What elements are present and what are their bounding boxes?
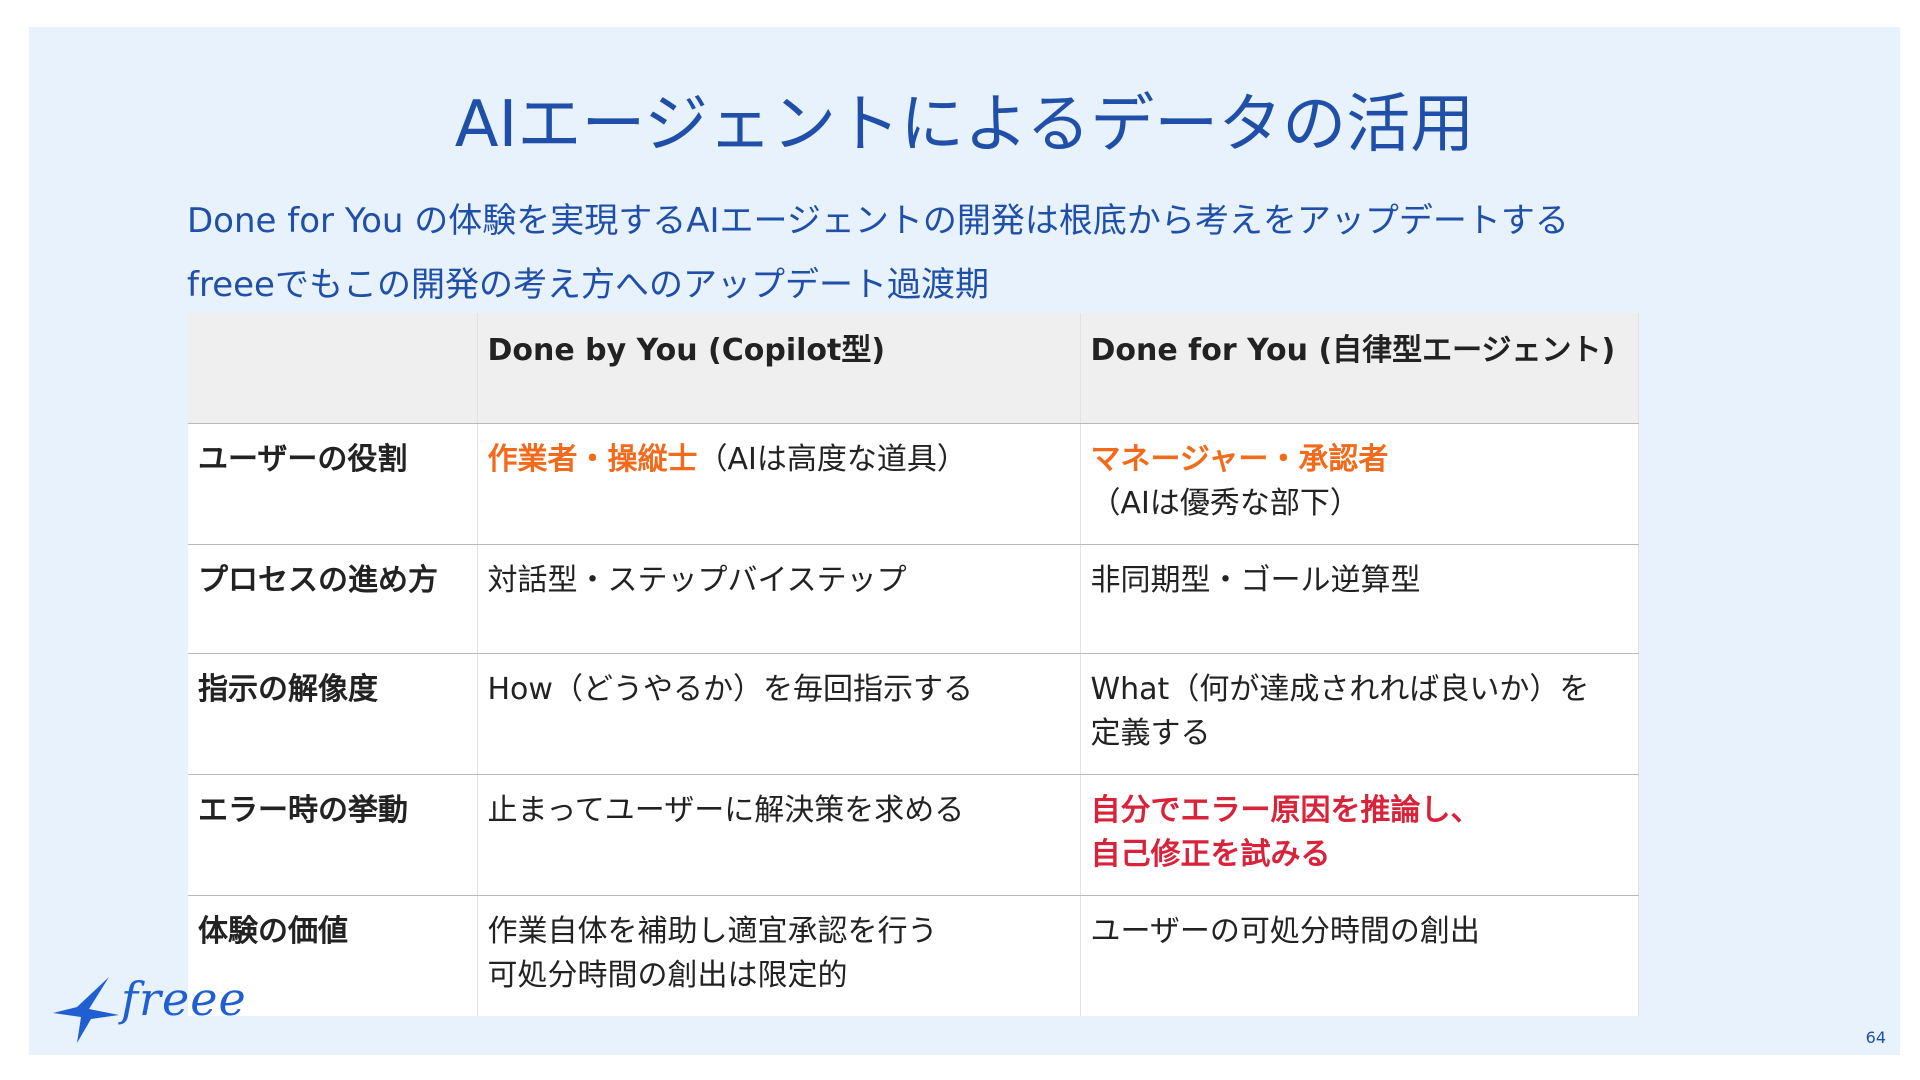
highlight-text: 作業者・操縦士 xyxy=(487,442,698,477)
cell-text-line-2: 定義する xyxy=(1090,716,1211,751)
cell-for-you: What（何が達成されれば良いか）を 定義する xyxy=(1080,653,1639,775)
cell-for-you: 非同期型・ゴール逆算型 xyxy=(1080,544,1639,654)
cell-for-you: 自分でエラー原因を推論し、 自己修正を試みる xyxy=(1080,774,1639,896)
freee-logo: freee xyxy=(47,969,257,1049)
row-label: プロセスの進め方 xyxy=(188,544,478,654)
cell-text-line-1: What（何が達成されれば良いか）を xyxy=(1090,672,1590,707)
cell-by-you: 止まってユーザーに解決策を求める xyxy=(477,774,1081,896)
highlight-text-line-1: 自分でエラー原因を推論し、 xyxy=(1090,793,1481,828)
header-done-for-you: Done for You (自律型エージェント) xyxy=(1080,313,1639,424)
row-label: 体験の価値 xyxy=(188,895,478,1016)
table-row: プロセスの進め方 対話型・ステップバイステップ 非同期型・ゴール逆算型 xyxy=(188,544,1639,654)
subtitle-line-2: freeeでもこの開発の考え方へのアップデート過渡期 xyxy=(187,265,989,305)
cell-by-you: 作業自体を補助し適宜承認を行う 可処分時間の創出は限定的 xyxy=(477,895,1081,1016)
cell-for-you: ユーザーの可処分時間の創出 xyxy=(1080,895,1639,1016)
cell-by-you: 作業者・操縦士（AIは高度な道具） xyxy=(477,423,1081,545)
cell-for-you: マネージャー・承認者 （AIは優秀な部下） xyxy=(1080,423,1639,545)
cell-by-you: 対話型・ステップバイステップ xyxy=(477,544,1081,654)
table-row: 体験の価値 作業自体を補助し適宜承認を行う 可処分時間の創出は限定的 ユーザーの… xyxy=(188,895,1639,1016)
highlight-text: マネージャー・承認者 xyxy=(1090,442,1389,477)
row-label: 指示の解像度 xyxy=(188,653,478,775)
slide: AIエージェントによるデータの活用 Done for You の体験を実現するA… xyxy=(29,27,1900,1055)
cell-text-line-1: 作業自体を補助し適宜承認を行う xyxy=(487,914,938,949)
cell-text: （AIは高度な道具） xyxy=(697,442,967,477)
row-label: エラー時の挙動 xyxy=(188,774,478,896)
table-row: エラー時の挙動 止まってユーザーに解決策を求める 自分でエラー原因を推論し、 自… xyxy=(188,774,1639,896)
cell-text: （AIは優秀な部下） xyxy=(1090,486,1360,521)
table-row: 指示の解像度 How（どうやるか）を毎回指示する What（何が達成されれば良い… xyxy=(188,653,1639,775)
cell-by-you: How（どうやるか）を毎回指示する xyxy=(477,653,1081,775)
table-header-row: Done by You (Copilot型) Done for You (自律型… xyxy=(188,313,1639,424)
slide-title: AIエージェントによるデータの活用 xyxy=(454,88,1475,162)
highlight-text-line-2: 自己修正を試みる xyxy=(1090,837,1331,872)
page-number: 64 xyxy=(1865,1028,1886,1047)
cell-text-line-2: 可処分時間の創出は限定的 xyxy=(487,958,848,993)
comparison-table: Done by You (Copilot型) Done for You (自律型… xyxy=(188,313,1639,1016)
bird-icon xyxy=(53,977,119,1043)
subtitle-line-1: Done for You の体験を実現するAIエージェントの開発は根底から考えを… xyxy=(187,201,1569,241)
logo-text: freee xyxy=(121,972,247,1026)
table-row: ユーザーの役割 作業者・操縦士（AIは高度な道具） マネージャー・承認者 （AI… xyxy=(188,423,1639,545)
header-empty xyxy=(188,313,478,424)
row-label: ユーザーの役割 xyxy=(188,423,478,545)
header-done-by-you: Done by You (Copilot型) xyxy=(477,313,1081,424)
